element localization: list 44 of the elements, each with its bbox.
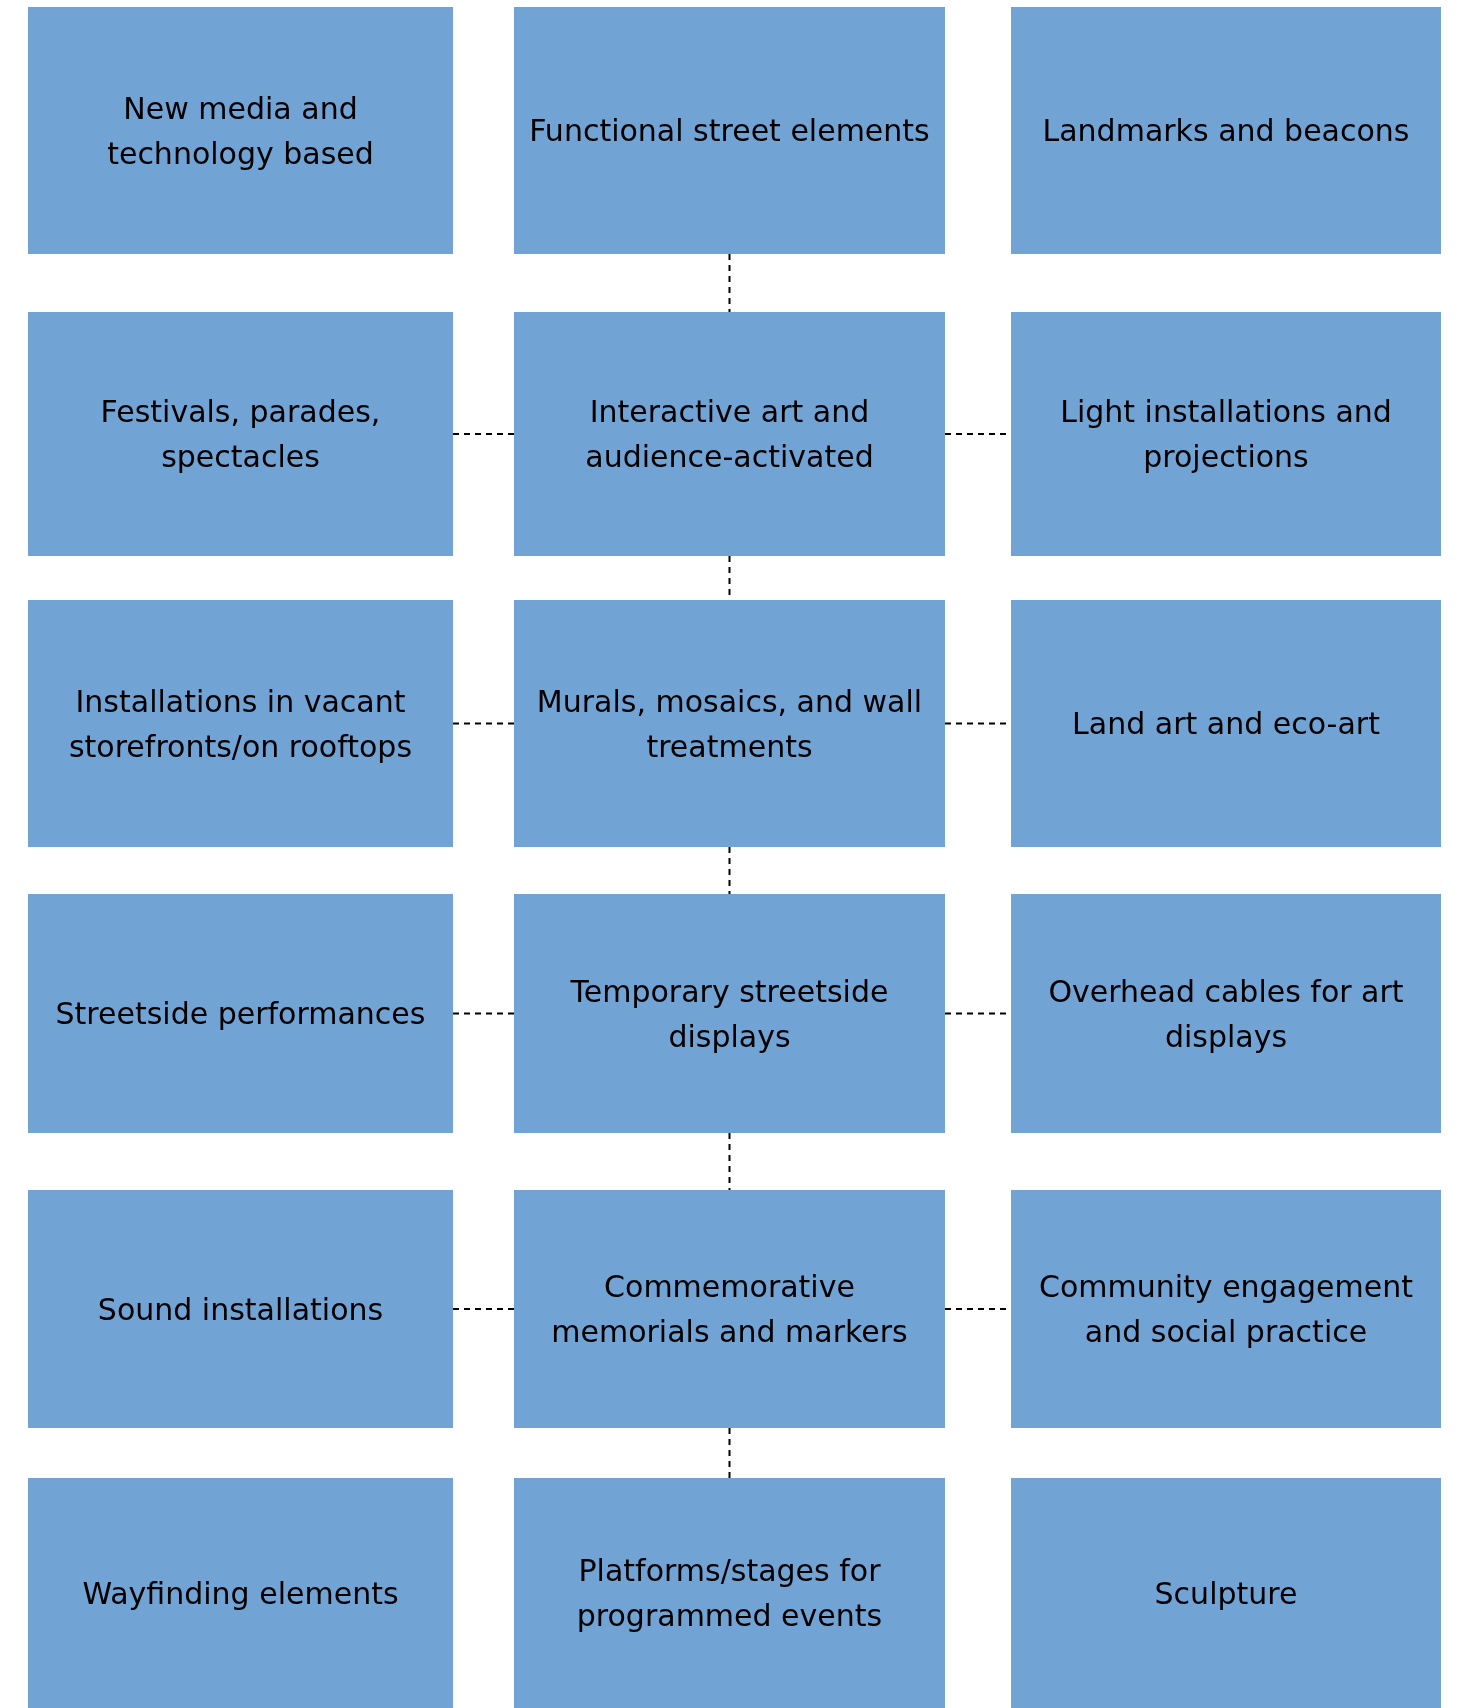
box-label: Temporary streetside displays [569, 972, 890, 1056]
category-box [514, 312, 945, 556]
category-box [514, 1190, 945, 1428]
category-box [514, 7, 945, 254]
category-box [514, 600, 945, 847]
category-box [514, 1478, 945, 1708]
dashed-connector [728, 1132, 731, 1191]
box-label: Land art and eco-art [1072, 705, 1380, 743]
category-box [28, 894, 453, 1133]
box-label: Installations in vacant storefronts/on rooftops [67, 682, 414, 766]
category-box [1011, 1478, 1441, 1708]
category-box [1011, 312, 1441, 556]
category-box [1011, 894, 1441, 1133]
category-box [1011, 7, 1441, 254]
category-box [1011, 600, 1441, 847]
box-label: Community engagement and social practice [1038, 1268, 1414, 1351]
box-label: Landmarks and beacons [1042, 112, 1410, 150]
box-label: Commemorative memorials and markers [550, 1268, 909, 1351]
box-label: Wayfinding elements [82, 1574, 399, 1613]
box-label: Interactive art and audience-activated [584, 393, 875, 476]
box-label: Streetside performances [55, 995, 426, 1033]
category-box [28, 312, 453, 556]
category-box [28, 7, 453, 254]
category-box [28, 1190, 453, 1428]
dashed-connector [452, 722, 515, 725]
dashed-connector [728, 846, 731, 895]
box-label: Overhead cables for art displays [1047, 972, 1405, 1056]
dashed-connector [452, 433, 515, 435]
box-label: Murals, mosaics, and wall treatments [535, 682, 924, 766]
box-label: Platforms/stages for programmed events [575, 1552, 884, 1635]
box-label: Functional street elements [529, 112, 930, 150]
box-label: Light installations and projections [1059, 393, 1393, 476]
category-box [28, 1478, 453, 1708]
dashed-connector [452, 1308, 515, 1310]
box-label: Sculpture [1154, 1574, 1298, 1613]
category-box [1011, 1190, 1441, 1428]
dashed-connector [728, 253, 731, 313]
box-label: Sound installations [97, 1290, 384, 1329]
box-label: New media and technology based [106, 89, 375, 173]
category-box [28, 600, 453, 847]
category-box [514, 894, 945, 1133]
dashed-connector [728, 1427, 731, 1479]
dashed-connector [452, 1012, 515, 1015]
box-label: Festivals, parades, spectacles [99, 393, 382, 476]
